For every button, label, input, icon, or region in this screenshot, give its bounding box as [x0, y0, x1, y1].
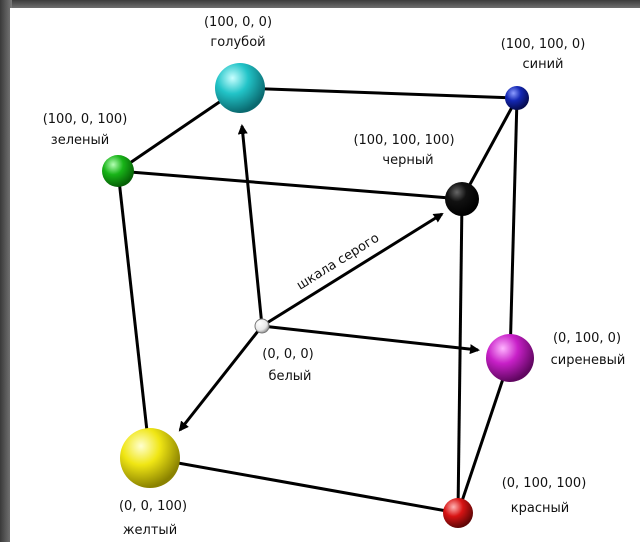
edge-green-yellow — [116, 170, 152, 459]
frame-top-edge — [0, 0, 640, 10]
grayscale-label: шкала серого — [294, 231, 382, 294]
edge-white-magenta-arrow — [261, 324, 480, 355]
node-magenta-sphere — [486, 334, 534, 382]
node-cyan-sphere — [215, 63, 265, 113]
green-name: зеленый — [51, 133, 109, 148]
node-blue-sphere — [505, 86, 529, 110]
diagram-canvas: шкала серого (100, 0, 0) голубой (100, 1… — [10, 8, 640, 542]
green-coords: (100, 0, 100) — [43, 112, 128, 127]
yellow-name: желтый — [123, 523, 177, 538]
black-coords: (100, 100, 100) — [353, 133, 454, 148]
edge-magenta-red — [456, 357, 512, 514]
edge-black-blue — [460, 97, 519, 200]
grayscale-diagonal-arrow — [261, 212, 444, 328]
node-red-sphere — [443, 498, 473, 528]
edge-white-cyan-arrow — [237, 124, 264, 327]
edge-cyan-blue — [239, 86, 518, 100]
frame-left-edge — [0, 0, 12, 542]
cmy-color-cube: шкала серого (100, 0, 0) голубой (100, 1… — [43, 15, 626, 538]
cube-edges — [116, 86, 519, 515]
blue-name: синий — [523, 57, 564, 72]
edge-green-black — [117, 169, 463, 201]
edge-black-red — [456, 198, 464, 514]
cyan-coords: (100, 0, 0) — [204, 15, 272, 30]
edge-yellow-red — [149, 456, 459, 515]
node-black-sphere — [445, 182, 479, 216]
red-name: красный — [511, 501, 569, 516]
node-white-sphere — [254, 318, 270, 334]
white-name: белый — [268, 369, 311, 384]
edge-white-yellow-arrow — [178, 325, 264, 432]
white-coords: (0, 0, 0) — [262, 347, 314, 362]
magenta-name: сиреневый — [551, 353, 626, 368]
cyan-name: голубой — [210, 35, 265, 50]
node-green-sphere — [102, 155, 134, 187]
blue-coords: (100, 100, 0) — [501, 37, 586, 52]
black-name: черный — [382, 153, 433, 168]
edge-blue-magenta — [508, 97, 519, 359]
node-yellow-sphere — [120, 428, 180, 488]
yellow-coords: (0, 0, 100) — [119, 499, 187, 514]
magenta-coords: (0, 100, 0) — [553, 331, 621, 346]
red-coords: (0, 100, 100) — [502, 476, 587, 491]
